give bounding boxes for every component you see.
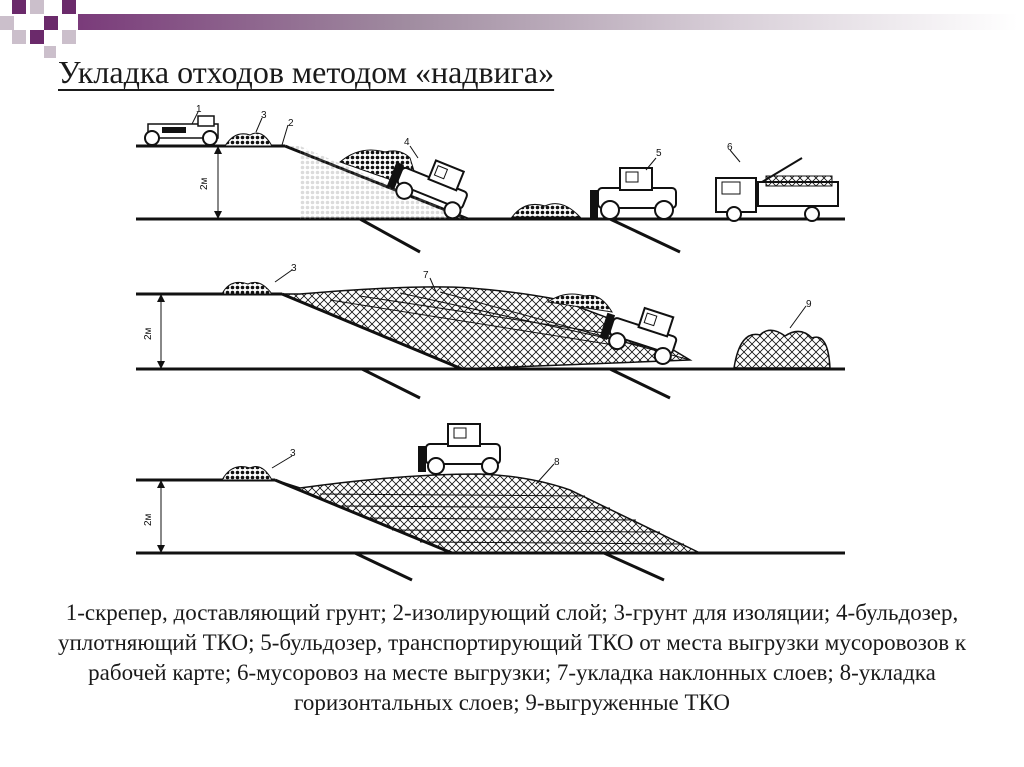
callout-2: 2 bbox=[288, 118, 294, 129]
height-label-2: 2м bbox=[143, 327, 154, 340]
callout-7: 7 bbox=[423, 270, 429, 281]
callout-6: 6 bbox=[727, 142, 733, 153]
garbage-truck-icon bbox=[715, 157, 839, 222]
unloaded-waste-icon bbox=[733, 329, 831, 369]
legend-caption: 1-скрепер, доставляющий грунт; 2-изолиру… bbox=[40, 598, 984, 718]
callout-3c: 3 bbox=[290, 448, 296, 459]
legend-item-1: 1-скрепер, доставляющий грунт; bbox=[65, 600, 387, 625]
horizontal-layers bbox=[274, 473, 701, 554]
legend-item-2: 2-изолирующий слой; bbox=[392, 600, 608, 625]
legend-item-3: 3-грунт для изоляции; bbox=[613, 600, 831, 625]
callout-5: 5 bbox=[656, 148, 662, 159]
scraper-icon bbox=[144, 115, 219, 146]
legend-item-5: 5-бульдозер, транспортирующий ТКО от мес… bbox=[88, 630, 967, 685]
callout-1: 1 bbox=[196, 104, 202, 115]
legend-item-4: 4-бульдозер, уплотняющий ТКО; bbox=[57, 600, 959, 655]
panel-2: 2м 3 7 9 bbox=[136, 263, 845, 400]
height-label-3: 2м bbox=[143, 513, 154, 526]
slide-title: Укладка отходов методом «надвига» bbox=[58, 54, 555, 90]
bulldozer-compacting-icon bbox=[386, 159, 468, 220]
callout-3a: 3 bbox=[261, 110, 267, 121]
corner-decoration bbox=[0, 0, 80, 60]
landfill-diagram: 2м bbox=[136, 104, 845, 582]
callout-8: 8 bbox=[554, 457, 560, 468]
soil-heap-icon bbox=[224, 132, 273, 147]
panel-1: 2м bbox=[136, 104, 845, 254]
height-label-1: 2м bbox=[199, 177, 210, 190]
legend-item-8: 8-укладка горизонтальных слоев; bbox=[294, 660, 936, 715]
panel-3: 2м 3 8 bbox=[136, 423, 845, 582]
bulldozer-transporting-icon bbox=[590, 167, 677, 220]
bulldozer-top-icon bbox=[418, 423, 501, 475]
callout-3b: 3 bbox=[291, 263, 297, 274]
callout-4: 4 bbox=[404, 137, 410, 148]
corner-squares-icon bbox=[0, 0, 76, 58]
callout-9: 9 bbox=[806, 299, 812, 310]
bulldozer-icon bbox=[599, 306, 678, 365]
legend-item-6: 6-мусоровоз на месте выгрузки; bbox=[236, 660, 552, 685]
legend-item-9: 9-выгруженные ТКО bbox=[525, 690, 730, 715]
top-gradient-bar bbox=[78, 14, 1018, 30]
legend-item-7: 7-укладка наклонных слоев; bbox=[556, 660, 834, 685]
